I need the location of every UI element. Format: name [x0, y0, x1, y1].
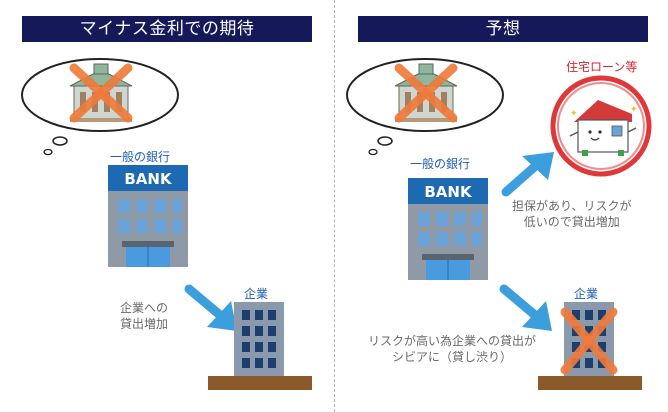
house-icon: ✦ ✦ — [550, 75, 652, 177]
bank-building-icon: BANK — [108, 165, 188, 267]
svg-text:BANK: BANK — [424, 183, 473, 201]
caption-line: シビアに（貸し渋り） — [391, 350, 512, 364]
caption-line: 貸出増加 — [120, 317, 169, 331]
cross-out-icon — [560, 307, 618, 375]
home-loan-label: 住宅ローン等 — [566, 60, 638, 74]
svg-text:✦: ✦ — [570, 109, 578, 119]
arrow-icon — [499, 284, 552, 331]
home-loan-caption: 担保があり、リスクが 低いので貸出増加 — [512, 198, 632, 230]
bank-label-left: 一般の銀行 — [110, 150, 171, 164]
company-label-left: 企業 — [244, 287, 269, 301]
ground-right — [538, 376, 642, 390]
office-building-icon — [234, 302, 284, 376]
caption-line: 担保があり、リスクが — [512, 199, 632, 213]
svg-text:✦: ✦ — [630, 105, 638, 115]
panel-divider — [334, 0, 335, 412]
caption-line: リスクが高い為企業への貸出が — [367, 334, 536, 348]
bank-label-right: 一般の銀行 — [410, 157, 471, 171]
caption-line: 低いので貸出増加 — [523, 215, 620, 229]
cross-out-icon — [69, 63, 133, 123]
bank-building-icon: BANK — [408, 178, 488, 280]
cross-out-icon — [394, 63, 458, 123]
svg-text:BANK: BANK — [124, 170, 173, 188]
right-panel-header: 予想 — [358, 16, 648, 42]
company-label-right: 企業 — [574, 287, 599, 301]
loan-increase-caption-left: 企業への 貸出増加 — [120, 300, 168, 332]
credit-crunch-caption: リスクが高い為企業への貸出が シビアに（貸し渋り） — [352, 333, 552, 365]
left-panel-header: マイナス金利での期待 — [22, 16, 312, 42]
arrow-icon — [184, 284, 237, 331]
arrow-icon — [501, 152, 554, 197]
ground-left — [208, 376, 312, 390]
caption-line: 企業への — [120, 301, 169, 315]
